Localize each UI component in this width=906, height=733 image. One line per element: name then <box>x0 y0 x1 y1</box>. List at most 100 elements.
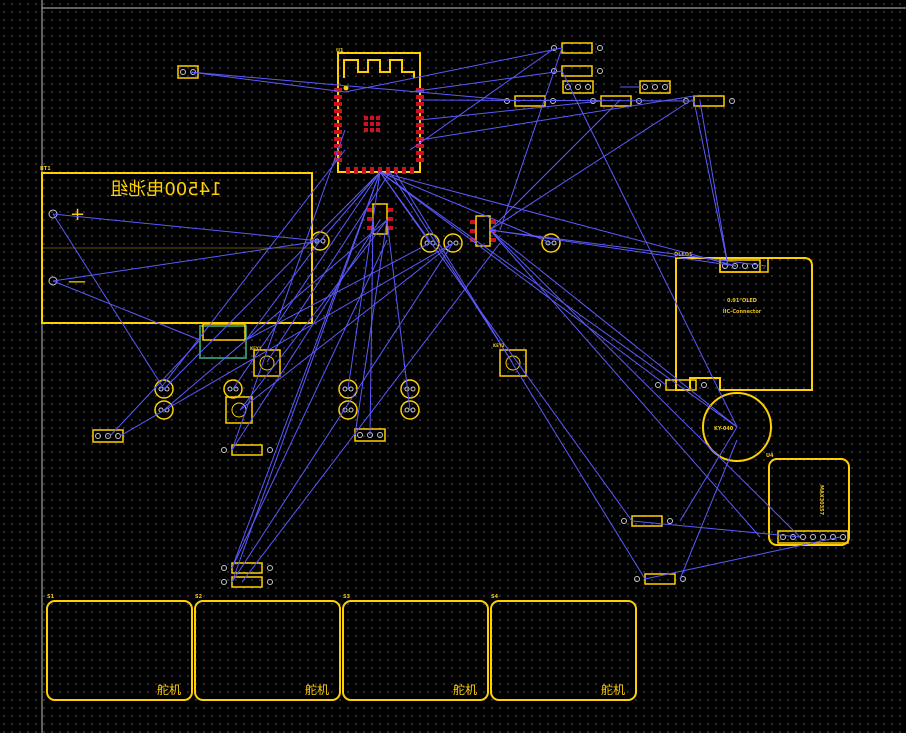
capacitor-pad[interactable] <box>453 240 459 246</box>
resistor-r6[interactable] <box>221 444 273 456</box>
header-pad[interactable] <box>585 84 591 90</box>
capacitor-pad[interactable] <box>404 407 410 413</box>
ic-pad[interactable] <box>388 217 393 221</box>
header-pad[interactable] <box>652 84 658 90</box>
mcu-pad-left[interactable] <box>334 130 342 134</box>
mcu-pad-center[interactable] <box>364 122 368 126</box>
resistor-pad[interactable] <box>550 98 556 104</box>
resistor-pad[interactable] <box>597 45 603 51</box>
mcu-pad-bottom[interactable] <box>402 167 406 174</box>
header-pad[interactable] <box>377 432 383 438</box>
capacitor-pad[interactable] <box>348 386 354 392</box>
regulator-outline[interactable] <box>199 325 247 359</box>
resistor-pad[interactable] <box>267 447 273 453</box>
capacitor-pad[interactable] <box>320 238 326 244</box>
resistor-pad[interactable] <box>597 68 603 74</box>
resistor-pad[interactable] <box>267 565 273 571</box>
switch-key2[interactable] <box>499 349 527 377</box>
ic-pad[interactable] <box>470 220 475 224</box>
mcu-pad-bottom[interactable] <box>346 167 350 174</box>
switch-sw3[interactable] <box>225 396 253 424</box>
header-pad[interactable] <box>565 84 571 90</box>
mcu-pad-left[interactable] <box>334 144 342 148</box>
battery-pad-minus[interactable] <box>48 276 58 286</box>
mcu-pad-left[interactable] <box>334 151 342 155</box>
header-pad[interactable] <box>820 534 826 540</box>
header-p4[interactable] <box>562 80 594 94</box>
capacitor-c7[interactable] <box>338 379 358 399</box>
ic-pad[interactable] <box>367 226 372 230</box>
resistor-r3[interactable] <box>504 95 556 107</box>
resistor-pad[interactable] <box>267 579 273 585</box>
mcu-pad-left[interactable] <box>334 158 342 162</box>
header-pad[interactable] <box>830 534 836 540</box>
capacitor-pad[interactable] <box>348 407 354 413</box>
mcu-pad-right[interactable] <box>416 109 424 113</box>
header-pad[interactable] <box>357 432 363 438</box>
mcu-pad-left[interactable] <box>334 95 342 99</box>
mcu-pad-center[interactable] <box>370 116 374 120</box>
capacitor-c11[interactable] <box>223 379 243 399</box>
resistor-r8[interactable] <box>221 576 273 588</box>
mcu-pad-center[interactable] <box>370 128 374 132</box>
mcu-pad-left[interactable] <box>334 137 342 141</box>
resistor-pad[interactable] <box>221 579 227 585</box>
capacitor-pad[interactable] <box>551 240 557 246</box>
resistor-pad[interactable] <box>504 98 510 104</box>
header-p2[interactable] <box>92 429 124 443</box>
header-p1[interactable] <box>177 65 199 79</box>
mcu-pad-center[interactable] <box>370 122 374 126</box>
joystick-module[interactable]: KY-040 <box>702 392 772 462</box>
mcu-pad-bottom[interactable] <box>378 167 382 174</box>
mcu-pad-center[interactable] <box>364 116 368 120</box>
mcu-pad-left[interactable] <box>334 123 342 127</box>
header-pad[interactable] <box>800 534 806 540</box>
capacitor-pad[interactable] <box>164 386 170 392</box>
mcu-pad-center[interactable] <box>364 128 368 132</box>
mcu-pad-left[interactable] <box>334 116 342 120</box>
header-sensor[interactable] <box>777 530 849 544</box>
capacitor-pad[interactable] <box>227 386 233 392</box>
ic-pad[interactable] <box>491 220 496 224</box>
ic-pad[interactable] <box>470 238 475 242</box>
resistor-pad[interactable] <box>551 68 557 74</box>
ic-pad[interactable] <box>388 226 393 230</box>
battery-holder[interactable]: BT1 14500电池组 + — <box>40 166 313 324</box>
capacitor-pad[interactable] <box>342 386 348 392</box>
ic-pad[interactable] <box>470 229 475 233</box>
header-pad[interactable] <box>575 84 581 90</box>
header-pad[interactable] <box>732 263 738 269</box>
header-p5[interactable] <box>639 80 671 94</box>
mcu-pad-center[interactable] <box>376 122 380 126</box>
capacitor-pad[interactable] <box>410 386 416 392</box>
mcu-pad-right[interactable] <box>416 95 424 99</box>
mcu-pad-bottom[interactable] <box>362 167 366 174</box>
mcu-pad-bottom[interactable] <box>370 167 374 174</box>
ic-pad[interactable] <box>367 208 372 212</box>
ic-pad[interactable] <box>388 208 393 212</box>
switch-button[interactable] <box>259 355 275 371</box>
header-pad[interactable] <box>810 534 816 540</box>
mcu-pad-right[interactable] <box>416 158 424 162</box>
sensor-module[interactable]: U4 MAX30357 <box>766 453 850 546</box>
mcu-pad-left[interactable] <box>334 88 342 92</box>
resistor-pad[interactable] <box>221 447 227 453</box>
header-oled[interactable] <box>719 259 761 273</box>
header-pad[interactable] <box>840 534 846 540</box>
mcu-pad-right[interactable] <box>416 130 424 134</box>
mcu-pad-right[interactable] <box>416 102 424 106</box>
ic-pad[interactable] <box>367 217 372 221</box>
header-pad[interactable] <box>95 433 101 439</box>
resistor-pad[interactable] <box>621 518 627 524</box>
capacitor-c9[interactable] <box>400 379 420 399</box>
mcu-pad-right[interactable] <box>416 116 424 120</box>
resistor-pad[interactable] <box>221 565 227 571</box>
mcu-pad-left[interactable] <box>334 109 342 113</box>
resistor-r7[interactable] <box>221 562 273 574</box>
header-pad[interactable] <box>180 69 186 75</box>
